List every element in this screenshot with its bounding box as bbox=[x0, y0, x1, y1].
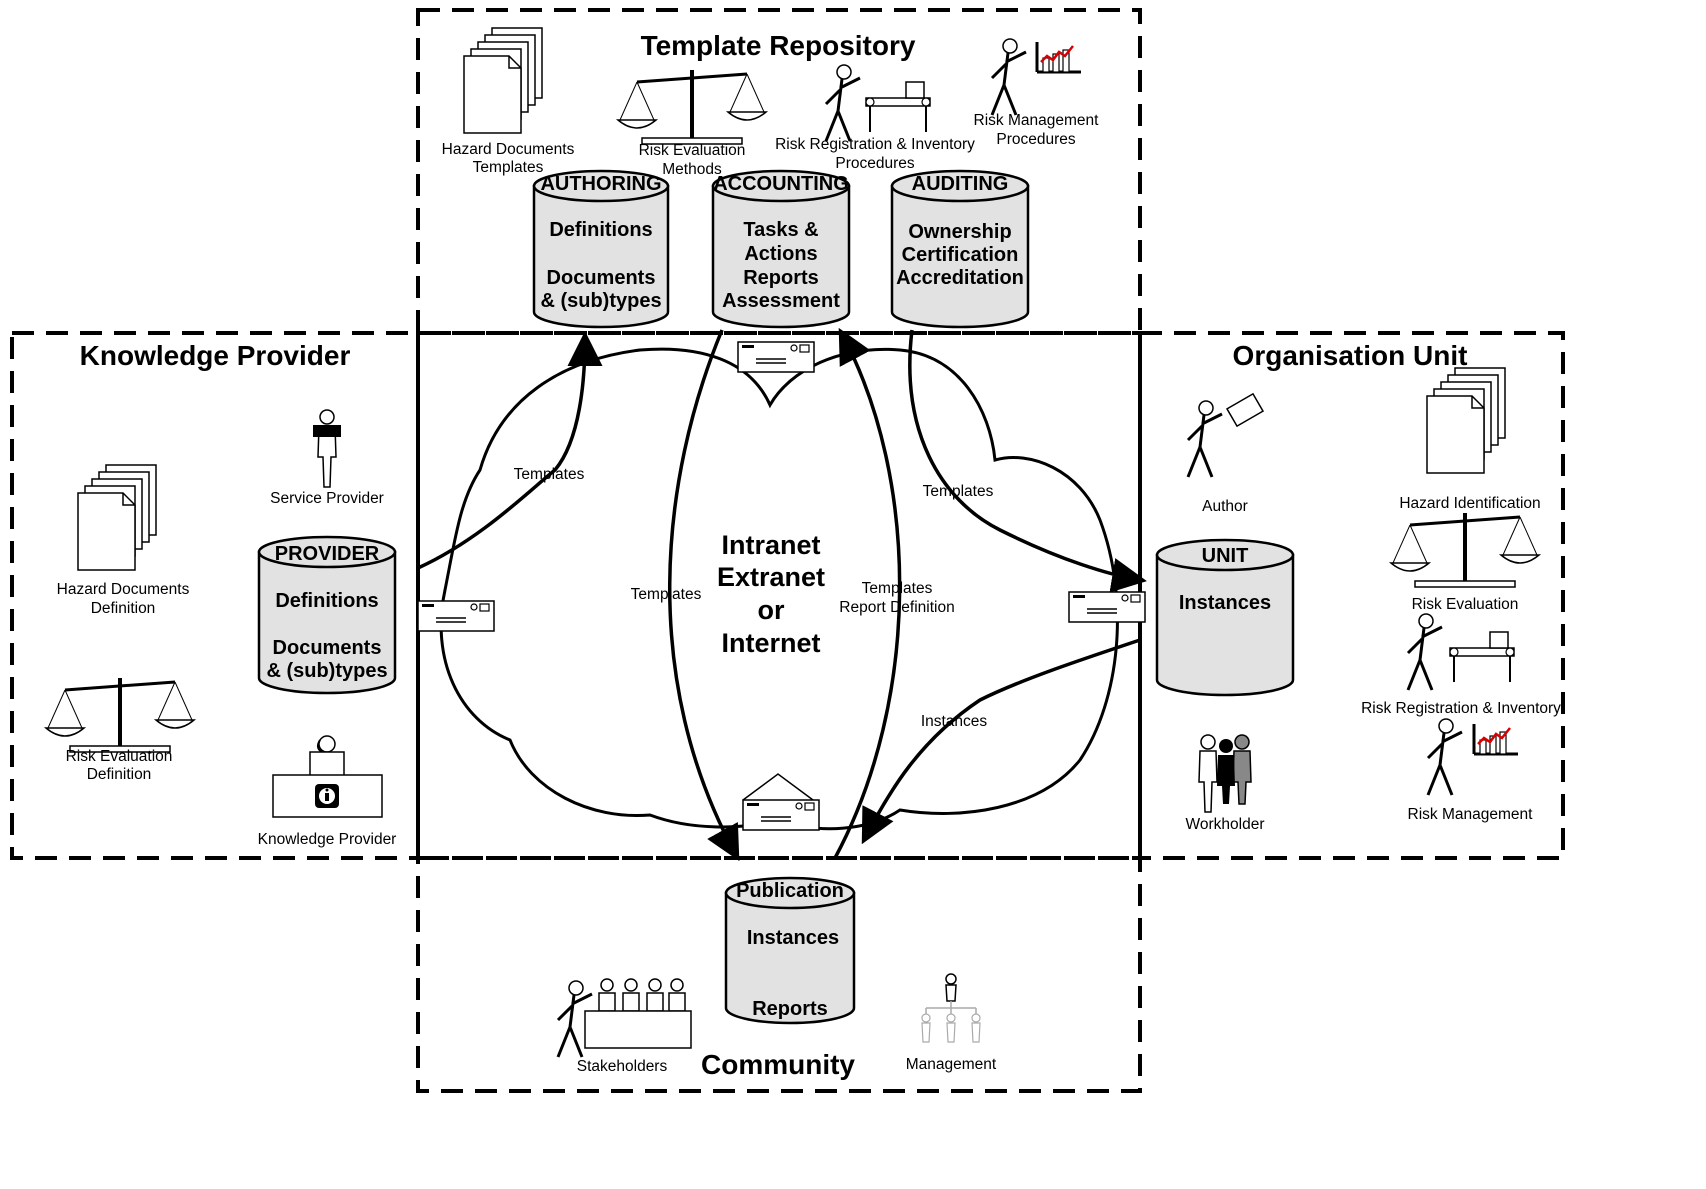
hazard-identification-icon bbox=[1426, 367, 1506, 474]
flow-unit-to-publication bbox=[861, 638, 1141, 845]
svg-text:Tasks &: Tasks & bbox=[743, 219, 818, 241]
unit-database: UNIT Instances bbox=[1155, 538, 1295, 697]
risk-management-procedures-icon bbox=[990, 37, 1083, 117]
risk-evaluation-icon bbox=[1389, 511, 1541, 589]
message-envelope-right bbox=[1068, 591, 1146, 623]
hazard-documents-templates-icon bbox=[463, 27, 543, 134]
risk-evaluation-definition-label-2: Definition bbox=[87, 766, 152, 783]
organisation-unit-title: Organisation Unit bbox=[1233, 340, 1468, 371]
flow-label-report-definition: Report Definition bbox=[839, 599, 954, 616]
knowledge-provider-title: Knowledge Provider bbox=[80, 340, 351, 371]
flow-label-templates-accounting: Templates bbox=[631, 586, 702, 603]
svg-text:Accreditation: Accreditation bbox=[896, 267, 1024, 289]
publication-database: Publication Instances Reports bbox=[724, 876, 856, 1025]
service-provider-icon bbox=[313, 409, 341, 488]
svg-text:& (sub)types: & (sub)types bbox=[266, 660, 387, 682]
svg-text:Instances: Instances bbox=[1179, 592, 1271, 614]
risk-registration-procedures-label: Risk Registration & Inventory bbox=[775, 136, 975, 153]
risk-evaluation-label: Risk Evaluation bbox=[1412, 596, 1519, 613]
message-envelope-top bbox=[737, 341, 815, 373]
community-title: Community bbox=[701, 1049, 855, 1080]
community-region bbox=[416, 856, 1142, 1093]
flow-label-instances: Instances bbox=[921, 713, 988, 730]
management-icon bbox=[921, 973, 981, 1043]
svg-text:Instances: Instances bbox=[747, 927, 839, 949]
svg-text:Documents: Documents bbox=[547, 267, 656, 289]
hazard-documents-definition-label-2: Definition bbox=[91, 600, 156, 617]
flow-provider-to-authoring bbox=[417, 331, 603, 570]
workholder-icon bbox=[1198, 734, 1252, 813]
svg-text:AUDITING: AUDITING bbox=[912, 173, 1009, 195]
accounting-database: ACCOUNTING Tasks & Actions Reports Asses… bbox=[711, 169, 851, 329]
hazard-identification-label: Hazard Identification bbox=[1399, 495, 1540, 512]
svg-text:Definitions: Definitions bbox=[275, 590, 378, 612]
svg-text:Definitions: Definitions bbox=[549, 219, 652, 241]
risk-registration-procedures-icon bbox=[824, 63, 931, 143]
stakeholders-icon bbox=[556, 978, 692, 1059]
risk-management-procedures-label: Risk Management bbox=[974, 112, 1100, 129]
stakeholders-label: Stakeholders bbox=[577, 1058, 668, 1075]
svg-text:Actions: Actions bbox=[744, 243, 817, 265]
svg-text:Publication: Publication bbox=[736, 880, 844, 902]
hazard-documents-definition-label: Hazard Documents bbox=[57, 581, 190, 598]
risk-registration-procedures-label-2: Procedures bbox=[835, 155, 915, 172]
svg-text:UNIT: UNIT bbox=[1202, 545, 1249, 567]
flow-accounting-to-publication bbox=[668, 329, 740, 862]
svg-text:PROVIDER: PROVIDER bbox=[275, 543, 380, 565]
author-icon bbox=[1186, 392, 1265, 479]
template-repository-title: Template Repository bbox=[641, 30, 916, 61]
svg-text:Assessment: Assessment bbox=[722, 290, 840, 312]
risk-evaluation-methods-label-2: Methods bbox=[662, 161, 722, 178]
flow-label-templates-provider: Templates bbox=[514, 466, 585, 483]
flow-auditing-to-unit bbox=[908, 329, 1147, 593]
flow-label-templates-report-definition: Templates bbox=[862, 580, 933, 597]
knowledge-provider-icon bbox=[272, 735, 383, 818]
risk-evaluation-definition-icon bbox=[44, 676, 196, 754]
risk-evaluation-methods-icon bbox=[616, 68, 768, 146]
risk-registration-inventory-icon bbox=[1406, 612, 1515, 692]
hazard-documents-templates-label: Hazard Documents bbox=[442, 141, 575, 158]
knowledge-provider-region bbox=[10, 331, 420, 860]
svg-text:AUTHORING: AUTHORING bbox=[540, 173, 661, 195]
provider-database: PROVIDER Definitions Documents & (sub)ty… bbox=[257, 535, 397, 695]
service-provider-label: Service Provider bbox=[270, 490, 384, 507]
svg-text:Certification: Certification bbox=[902, 244, 1019, 266]
hazard-documents-definition-icon bbox=[77, 464, 157, 571]
knowledge-provider-icon-label: Knowledge Provider bbox=[258, 831, 397, 848]
svg-text:Reports: Reports bbox=[743, 267, 819, 289]
risk-management-icon bbox=[1426, 717, 1520, 797]
workholder-label: Workholder bbox=[1186, 816, 1265, 833]
network-line-2: Extranet bbox=[717, 562, 825, 592]
svg-text:ACCOUNTING: ACCOUNTING bbox=[713, 173, 849, 195]
risk-management-label: Risk Management bbox=[1408, 806, 1534, 823]
flow-publication-to-accounting bbox=[833, 327, 902, 859]
hazard-documents-templates-label-2: Templates bbox=[473, 159, 544, 176]
auditing-database: AUDITING Ownership Certification Accredi… bbox=[890, 169, 1030, 329]
network-cloud bbox=[439, 347, 1119, 831]
risk-management-procedures-label-2: Procedures bbox=[996, 131, 1076, 148]
svg-text:Ownership: Ownership bbox=[908, 221, 1011, 243]
authoring-database: AUTHORING Definitions Documents & (sub)t… bbox=[532, 169, 670, 329]
risk-registration-inventory-label: Risk Registration & Inventory bbox=[1361, 700, 1561, 717]
network-line-1: Intranet bbox=[721, 530, 820, 560]
svg-text:& (sub)types: & (sub)types bbox=[540, 290, 661, 312]
network-line-3: or bbox=[758, 595, 785, 625]
svg-text:Documents: Documents bbox=[273, 637, 382, 659]
svg-text:Reports: Reports bbox=[752, 998, 828, 1020]
management-label: Management bbox=[906, 1056, 997, 1073]
message-envelope-bottom bbox=[742, 773, 820, 831]
network-line-4: Internet bbox=[721, 628, 820, 658]
message-envelope-left bbox=[417, 600, 495, 632]
author-label: Author bbox=[1202, 498, 1248, 515]
risk-evaluation-methods-label: Risk Evaluation bbox=[639, 142, 746, 159]
risk-evaluation-definition-label: Risk Evaluation bbox=[66, 748, 173, 765]
flow-label-templates-unit: Templates bbox=[923, 483, 994, 500]
